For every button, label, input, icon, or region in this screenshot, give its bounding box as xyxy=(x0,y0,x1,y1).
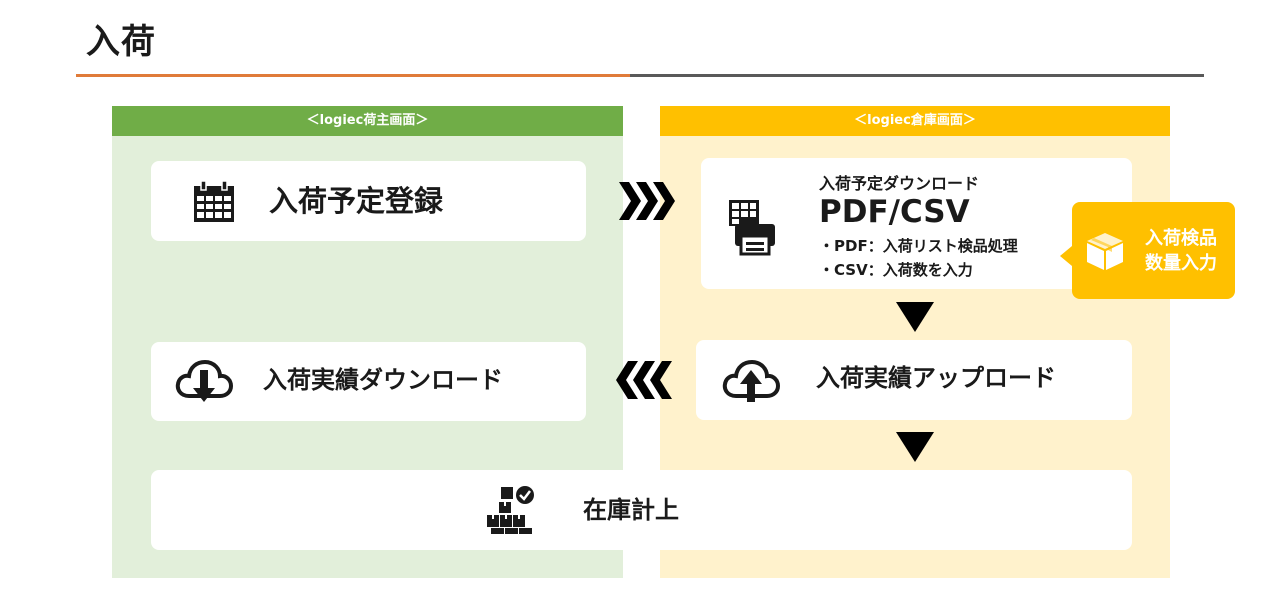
step-download-plan: 入荷予定ダウンロード PDF/CSV ・PDF：入荷リスト検品処理 ・CSV：入… xyxy=(701,158,1132,289)
cloud-upload-icon xyxy=(722,359,780,402)
cloud-download-icon xyxy=(175,359,233,402)
printer-icon xyxy=(729,200,775,256)
title-underline xyxy=(630,74,1204,77)
step-results-upload: 入荷実績アップロード xyxy=(696,340,1132,420)
step-register-label: 入荷予定登録 xyxy=(269,184,444,218)
chevrons-right-arrow xyxy=(619,182,675,220)
step-results-download-label: 入荷実績ダウンロード xyxy=(263,366,503,394)
warehouse-panel-header: ＜logiec倉庫画面＞ xyxy=(660,106,1170,136)
download-plan-note-pdf: ・PDF：入荷リスト検品処理 xyxy=(819,237,1018,255)
step-register: 入荷予定登録 xyxy=(151,161,586,241)
box-icon xyxy=(1087,233,1123,270)
download-plan-format: PDF/CSV xyxy=(819,194,970,230)
inspection-label: 入荷検品 数量入力 xyxy=(1136,226,1226,276)
download-plan-title: 入荷予定ダウンロード xyxy=(819,174,980,193)
down-arrow-2 xyxy=(896,432,934,462)
step-results-download: 入荷実績ダウンロード xyxy=(151,342,586,421)
chevrons-left-arrow xyxy=(616,361,672,399)
down-arrow-1 xyxy=(896,302,934,332)
boxes-check-icon xyxy=(487,486,534,534)
calendar-icon xyxy=(194,180,234,222)
download-plan-note-csv: ・CSV：入荷数を入力 xyxy=(819,261,973,279)
page-title: 入荷 xyxy=(86,22,156,62)
inspection-callout: 入荷検品 数量入力 xyxy=(1060,202,1235,299)
step-stock: 在庫計上 xyxy=(151,470,1132,550)
inspection-label-line1: 入荷検品 xyxy=(1145,228,1217,249)
shipper-panel-header: ＜logiec荷主画面＞ xyxy=(112,106,623,136)
callout-pointer xyxy=(1060,246,1072,266)
inspection-label-line2: 数量入力 xyxy=(1145,253,1217,274)
step-stock-label: 在庫計上 xyxy=(583,496,679,524)
title-underline-accent xyxy=(76,74,630,77)
step-results-upload-label: 入荷実績アップロード xyxy=(816,364,1056,392)
